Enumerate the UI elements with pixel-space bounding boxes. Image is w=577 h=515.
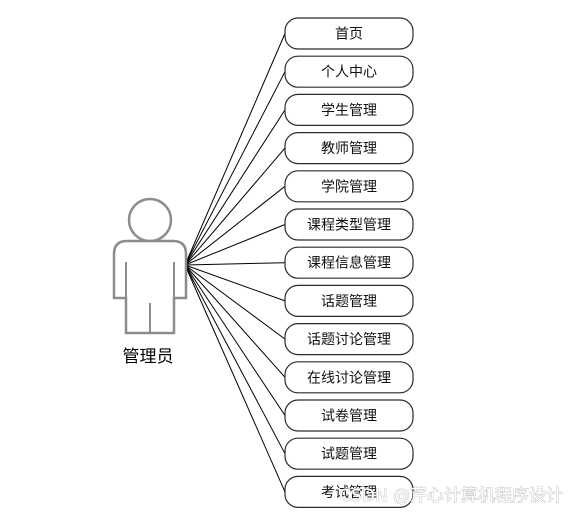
connector-line xyxy=(184,109,286,266)
connector-line xyxy=(184,264,286,378)
use-case-label: 试题管理 xyxy=(321,447,377,463)
connector-line xyxy=(184,185,286,266)
use-case-box xyxy=(284,170,414,203)
use-case-label: 话题讨论管理 xyxy=(307,332,391,348)
actor-body xyxy=(112,239,188,335)
connector-line xyxy=(184,71,286,266)
use-case-label: 考试管理 xyxy=(321,485,377,501)
use-case-item: 考试管理 xyxy=(284,475,414,508)
connector-line xyxy=(184,224,286,266)
connector-line xyxy=(184,264,286,416)
actor-label: 管理员 xyxy=(123,347,174,367)
connector-line xyxy=(184,147,286,266)
use-case-label: 学院管理 xyxy=(321,179,377,195)
connector-lines xyxy=(184,33,286,493)
use-case-item: 课程类型管理 xyxy=(284,208,414,241)
use-case-box xyxy=(284,17,414,50)
use-case-label: 试卷管理 xyxy=(321,409,377,425)
use-case-item: 个人中心 xyxy=(284,55,414,88)
connector-line xyxy=(184,262,286,266)
use-case-item: 试题管理 xyxy=(284,437,414,470)
use-case-box xyxy=(284,93,414,127)
use-case-box xyxy=(284,246,414,279)
actor-head xyxy=(127,197,173,243)
use-case-item: 课程信息管理 xyxy=(284,246,414,279)
use-case-label: 课程信息管理 xyxy=(307,255,391,272)
use-case-box xyxy=(284,399,414,432)
use-case-item: 话题讨论管理 xyxy=(284,323,414,356)
use-case-item: 教师管理 xyxy=(284,132,414,165)
use-case-item: 话题管理 xyxy=(284,284,414,317)
actor-figure xyxy=(112,197,188,335)
connector-line xyxy=(184,264,286,302)
use-case-label: 话题管理 xyxy=(321,294,377,310)
use-case-item: 在线讨论管理 xyxy=(284,361,414,394)
use-case-label: 教师管理 xyxy=(321,141,377,157)
use-case-box xyxy=(284,437,414,470)
use-case-box xyxy=(284,284,414,317)
connector-line xyxy=(184,264,286,454)
use-case-box xyxy=(284,208,414,241)
use-case-item: 学生管理 xyxy=(284,93,414,127)
use-case-item: 首页 xyxy=(284,17,414,50)
use-case-box xyxy=(284,132,414,165)
use-case-item: 试卷管理 xyxy=(284,399,414,432)
use-case-item: 学院管理 xyxy=(284,170,414,203)
use-case-label: 首页 xyxy=(335,27,363,43)
connector-line xyxy=(184,33,286,266)
use-case-box xyxy=(284,475,414,508)
use-case-box xyxy=(284,55,414,88)
use-case-box xyxy=(284,361,414,394)
use-case-label: 个人中心 xyxy=(321,65,377,81)
use-case-label: 在线讨论管理 xyxy=(307,370,391,386)
use-case-label: 课程类型管理 xyxy=(307,218,391,234)
use-case-list: 首页个人中心学生管理教师管理学院管理课程类型管理课程信息管理话题管理话题讨论管理… xyxy=(284,17,414,508)
connector-line xyxy=(184,264,286,340)
connector-line xyxy=(184,264,286,493)
use-case-box xyxy=(284,323,414,356)
use-case-label: 学生管理 xyxy=(321,103,377,119)
watermark-text: CSDN @芹心计算机程序设计 xyxy=(339,486,563,506)
